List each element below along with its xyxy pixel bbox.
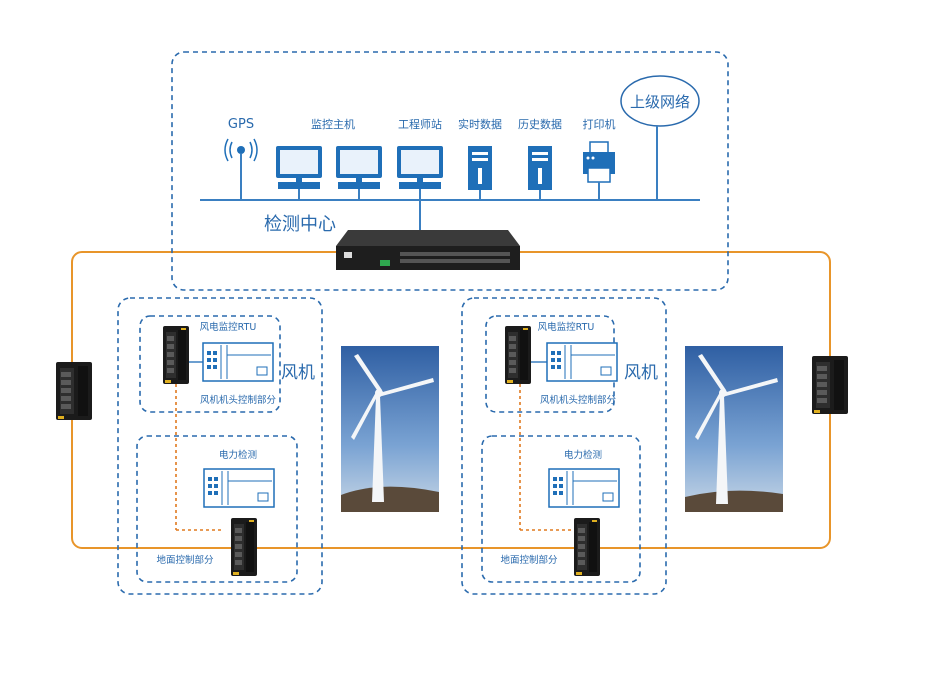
nacelle-label-2: 风机机头控制部分: [540, 394, 617, 406]
rtu-label-2: 风电监控RTU: [538, 321, 595, 333]
history-label: 历史数据: [518, 117, 562, 131]
ground-switch-2-icon: [574, 518, 600, 576]
ground-box-1: [136, 435, 298, 583]
wind-turbine-photo-1: [341, 346, 439, 512]
power-meter-1-icon: [203, 468, 275, 508]
engineer-station-icon: [397, 146, 443, 189]
gps-label: GPS: [228, 117, 254, 132]
printer-icon: [583, 141, 615, 183]
nacelle-box-2: [485, 315, 615, 413]
wind-turbine-photo-2: [685, 346, 783, 512]
core-rack-switch-icon: [336, 230, 520, 270]
turbine-title-1: 风机: [281, 363, 315, 383]
ground-box-2: [481, 435, 641, 583]
nacelle-switch-1-icon: [163, 326, 189, 384]
turbine-group-1: 风电监控RTU 风机机头控制部分 电力检测 地面控制部分 风机: [117, 297, 323, 595]
power-meter-2-icon: [548, 468, 620, 508]
monitor-host-1-icon: [276, 146, 322, 189]
ground-switch-1-icon: [231, 518, 257, 576]
gps-icon: [224, 138, 258, 200]
host-label: 监控主机: [311, 117, 355, 131]
turbine-title-2: 风机: [624, 363, 658, 383]
history-server-icon: [528, 146, 552, 190]
nacelle-box-1: [139, 315, 281, 413]
monitor-host-2-icon: [336, 146, 382, 189]
power-label-2: 电力检测: [564, 449, 602, 461]
monitoring-center-box: [171, 51, 729, 291]
turbine-group-2: 风电监控RTU 风机机头控制部分 电力检测 地面控制部分 风机: [461, 297, 667, 595]
ground-label-1: 地面控制部分: [156, 554, 214, 566]
upper-network-ellipse: [620, 75, 700, 127]
realtime-server-icon: [468, 146, 492, 190]
ground-label-2: 地面控制部分: [500, 554, 558, 566]
monitoring-center-title: 检测中心: [264, 214, 336, 235]
rtu-plc-2-icon: [546, 342, 618, 382]
turbine-group-2-box: [461, 297, 667, 595]
ring-switch-right-icon: [812, 356, 848, 414]
turbine-group-1-box: [117, 297, 323, 595]
rtu-plc-1-icon: [202, 342, 274, 382]
engineer-label: 工程师站: [398, 117, 442, 131]
nacelle-switch-2-icon: [505, 326, 531, 384]
power-label-1: 电力检测: [219, 449, 257, 461]
upper-network-label: 上级网络: [630, 93, 690, 111]
printer-label: 打印机: [583, 117, 616, 131]
nacelle-label-1: 风机机头控制部分: [200, 394, 277, 406]
realtime-label: 实时数据: [458, 117, 502, 131]
rtu-label-1: 风电监控RTU: [200, 321, 257, 333]
ring-switch-left-icon: [56, 362, 92, 420]
